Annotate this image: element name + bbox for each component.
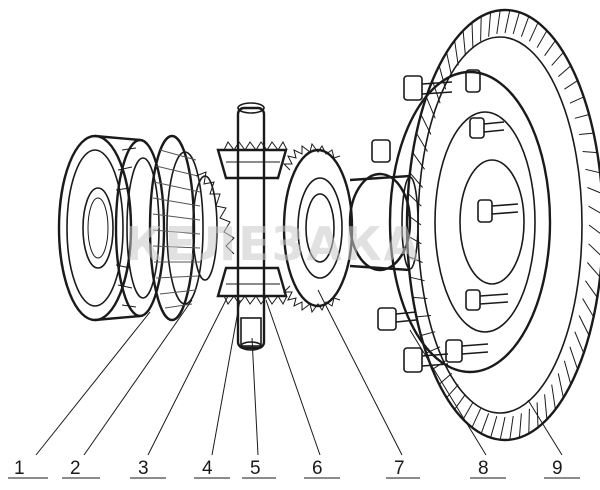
- ring-gear-tooth: [557, 65, 572, 77]
- callout-8: 8: [478, 458, 489, 479]
- part-3-pinion-gear-upper: [216, 140, 288, 180]
- ring-gear-tooth: [579, 132, 594, 135]
- part-9-ring-gear: [405, 8, 600, 442]
- ring-gear-tooth: [420, 331, 436, 336]
- ring-gear-tooth: [569, 96, 584, 104]
- ring-gear-tooth: [551, 51, 564, 66]
- ring-gear-tooth: [412, 296, 428, 299]
- ring-gear-tooth: [454, 40, 459, 66]
- part-8-differential-case: [348, 69, 552, 374]
- callout-6: 6: [312, 458, 323, 479]
- callout-5: 5: [250, 458, 261, 479]
- ring-gear-tooth: [488, 12, 492, 37]
- part-4-pinion-gear-lower: [216, 266, 288, 306]
- ring-gear-tooth: [431, 80, 441, 104]
- ring-gear-tooth: [432, 360, 446, 370]
- ring-gear-tooth: [496, 10, 501, 34]
- ring-gear-tooth: [462, 30, 466, 56]
- ring-gear-tooth: [499, 416, 506, 440]
- ring-gear-tooth: [528, 408, 530, 434]
- ring-gear-tooth: [588, 205, 600, 214]
- part-7-side-gear-right: [282, 142, 354, 314]
- ring-gear-tooth: [536, 30, 548, 48]
- ring-gear-tooth: [412, 152, 426, 170]
- ring-gear-tooth: [480, 413, 490, 434]
- ring-gear-tooth: [578, 315, 590, 336]
- ring-gear-tooth: [438, 373, 453, 385]
- ring-gear-tooth: [587, 262, 600, 278]
- callout-labels: 1 2 3 4 5 6 7 8 9: [14, 458, 563, 479]
- ring-gear-tooth: [512, 12, 520, 35]
- ring-gear-tooth: [416, 315, 431, 318]
- ring-gear-tooth: [563, 360, 572, 385]
- ring-gear-tooth: [438, 65, 447, 90]
- ring-gear-tooth: [446, 52, 453, 77]
- leader-lines: [35, 289, 563, 456]
- part-2-side-gear-left: [148, 134, 235, 322]
- watermark-text: КЕЛЕЗАКА: [125, 217, 421, 271]
- ring-gear-tooth: [409, 276, 425, 282]
- part-5-cross-shaft: [236, 102, 266, 351]
- case-bolts: [371, 69, 519, 373]
- ring-gear-tooth: [426, 346, 441, 354]
- ring-gear-tooth: [406, 214, 422, 226]
- ring-gear-tooth: [471, 22, 474, 48]
- ring-gear-tooth: [574, 331, 585, 354]
- ring-gear-tooth: [409, 172, 423, 188]
- ring-gear-tooth: [490, 415, 498, 438]
- ring-gear-tooth: [480, 16, 482, 42]
- ring-gear-tooth: [544, 394, 548, 420]
- part-1-bearing: [57, 134, 166, 322]
- ring-gear-tooth: [446, 384, 459, 399]
- ring-gear-tooth: [588, 243, 600, 256]
- ring-gear-tooth: [415, 132, 428, 152]
- ring-gear-tooth: [557, 373, 564, 398]
- ring-gear-tooth: [587, 187, 600, 194]
- ring-gear-tooth: [582, 151, 598, 154]
- ring-gear-tooth: [420, 114, 432, 135]
- ring-gear-tooth: [454, 394, 466, 410]
- ring-gear-tooth: [518, 413, 522, 438]
- ring-gear-tooth: [564, 80, 578, 90]
- ring-gear-tooth: [574, 114, 590, 119]
- ring-gear-tooth: [569, 346, 579, 370]
- ring-gear-tooth: [471, 408, 482, 428]
- ring-gear-tooth: [551, 384, 556, 410]
- ring-gear-tooth: [588, 224, 600, 234]
- ring-gear-tooth: [520, 16, 530, 37]
- ring-gear-tooth: [544, 40, 556, 56]
- ring-gear-tooth: [582, 298, 595, 318]
- callout-7: 7: [394, 458, 405, 479]
- ring-gear-tooth: [462, 402, 474, 420]
- ring-gear-tooth: [585, 168, 600, 174]
- callout-1: 1: [14, 458, 25, 479]
- ring-gear-tooth: [528, 22, 539, 42]
- ring-gear-tooth: [407, 256, 423, 263]
- callout-3: 3: [138, 458, 149, 479]
- callout-2: 2: [70, 458, 81, 479]
- ring-gear-tooth: [509, 416, 514, 440]
- ring-gear-tooth: [407, 193, 422, 207]
- callout-9: 9: [552, 458, 563, 479]
- ring-gear-tooth: [406, 235, 422, 245]
- ring-gear-tooth: [584, 280, 598, 298]
- callout-4: 4: [202, 458, 213, 479]
- ring-gear-tooth: [425, 96, 436, 119]
- ring-gear-tooth: [504, 10, 511, 34]
